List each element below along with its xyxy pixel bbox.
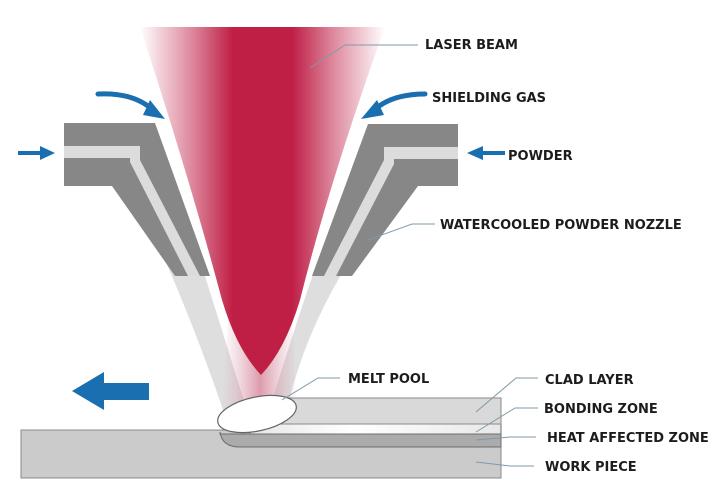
label-bonding-zone: BONDING ZONE — [544, 402, 658, 417]
label-shielding-gas: SHIELDING GAS — [432, 91, 546, 106]
labels: LASER BEAM SHIELDING GAS POWDER WATERCOO… — [348, 38, 709, 475]
label-watercooled-powder-nozzle: WATERCOOLED POWDER NOZZLE — [440, 218, 682, 233]
nozzle-right-channel — [324, 147, 458, 276]
label-melt-pool: MELT POOL — [348, 372, 429, 387]
bonding-zone — [249, 423, 502, 435]
watercooled-powder-nozzle — [64, 123, 458, 276]
label-work-piece: WORK PIECE — [545, 460, 637, 475]
clad-layer — [279, 397, 502, 425]
work-piece — [20, 394, 502, 479]
heat-affected-zone — [219, 431, 502, 448]
nozzle-left-channel — [64, 146, 200, 276]
direction-arrow-icon — [72, 372, 149, 410]
label-laser-beam: LASER BEAM — [425, 38, 518, 53]
powder-arrows — [18, 146, 505, 160]
label-heat-affected-zone: HEAT AFFECTED ZONE — [547, 431, 709, 446]
label-powder: POWDER — [508, 149, 573, 164]
label-clad-layer: CLAD LAYER — [545, 373, 634, 388]
shielding-gas-arrows — [95, 91, 428, 119]
leader-lines — [281, 44, 538, 467]
laser-beam — [140, 27, 385, 375]
melt-pool — [217, 394, 297, 434]
